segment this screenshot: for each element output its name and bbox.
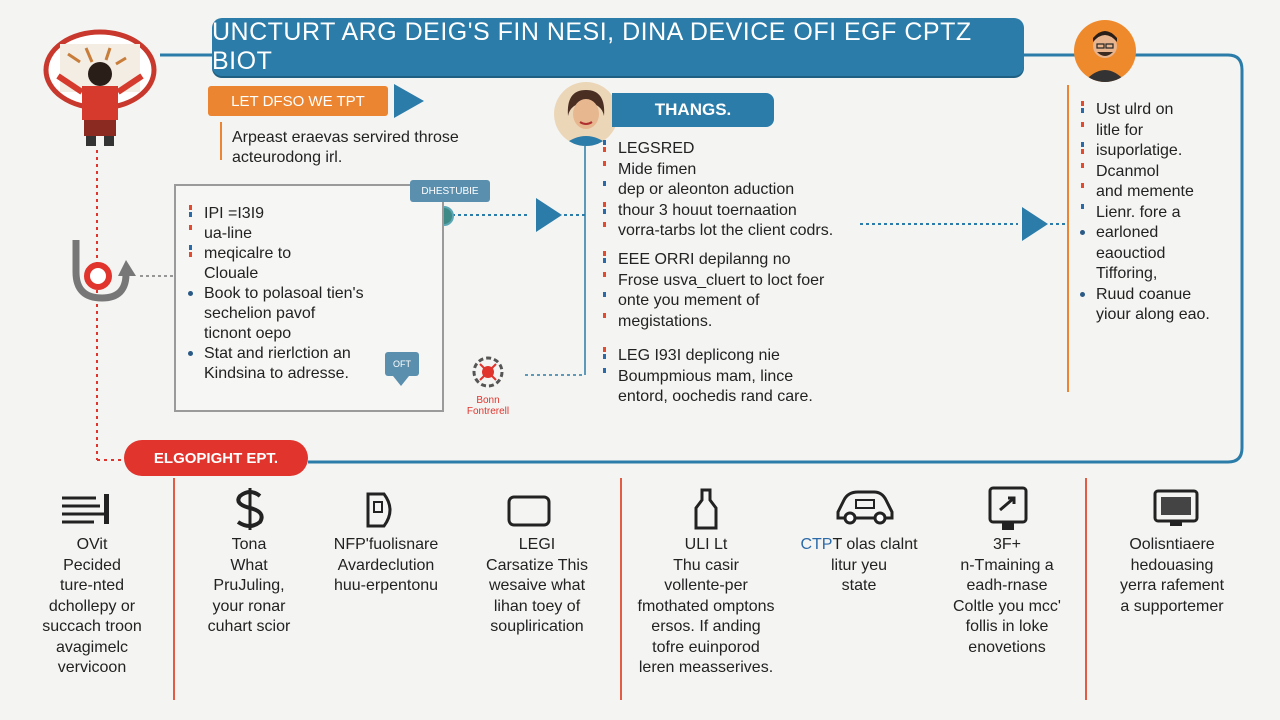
refresh-loop-icon xyxy=(68,236,144,308)
list-item: IPI =I3I9 xyxy=(184,204,364,224)
right-list: Ust ulrd on litle for isuporlatige. Dcan… xyxy=(1076,100,1210,326)
list-item: Kindsina to adresse. xyxy=(204,365,349,382)
intro-text: Arpeast eraevas servired throse acteurod… xyxy=(232,128,459,168)
tablet-icon xyxy=(986,486,1030,532)
list-item: sechelion pavof xyxy=(204,305,316,322)
docs-icon xyxy=(364,490,400,530)
column-6-first-line: CTPT olas clalnt xyxy=(800,536,918,553)
page-title: UNCTURT ARG DEIG'S FIN NESI, DINA DEVICE… xyxy=(212,18,1024,76)
avatar xyxy=(1074,20,1136,82)
avatar xyxy=(554,82,618,146)
orange-tag: LET DFSO WE TPT xyxy=(208,86,388,116)
oft-tag: OFT xyxy=(385,352,419,376)
things-group-2: EEE ORRI depilanng no Frose usva_cluert … xyxy=(598,250,824,332)
car-icon xyxy=(834,486,896,526)
things-group-3: LEG I93I deplicong nie Boumpmious mam, l… xyxy=(598,346,813,408)
list-icon xyxy=(60,492,112,528)
arrow-right-icon xyxy=(536,198,562,232)
dollar-icon xyxy=(230,486,270,532)
list-item: Book to polasoal tien's xyxy=(184,284,364,304)
intro-line: acteurodong irl. xyxy=(232,149,343,166)
gear-label: Bonn Fontrerell xyxy=(466,395,510,417)
window-icon xyxy=(506,494,552,528)
things-banner: THANGS. xyxy=(612,93,774,127)
tag-pointer-icon xyxy=(393,376,409,386)
things-group-1: LEGSRED Mide fimen dep or aleonton aduct… xyxy=(598,139,833,242)
intro-line: Arpeast eraevas servired throse xyxy=(232,129,459,146)
gear-icon xyxy=(466,350,510,394)
box-tag: DHESTUBIE xyxy=(410,180,490,202)
box-list: IPI =I3I9 ua-line meqicalre to Clouale B… xyxy=(184,204,364,384)
red-pill-label: ELGOPIGHT EPT. xyxy=(124,440,308,476)
list-item: ticnont oepo xyxy=(204,325,292,342)
list-item: Stat and rierlction an xyxy=(184,344,364,364)
list-item: ua-line xyxy=(184,224,364,244)
bottle-icon xyxy=(692,488,720,530)
list-item: Clouale xyxy=(204,265,259,282)
person-illustration-icon xyxy=(38,24,162,150)
arrow-right-icon xyxy=(394,84,424,118)
arrow-right-icon xyxy=(1022,207,1048,241)
monitor-icon xyxy=(1152,488,1200,528)
list-item: meqicalre to xyxy=(184,244,364,264)
